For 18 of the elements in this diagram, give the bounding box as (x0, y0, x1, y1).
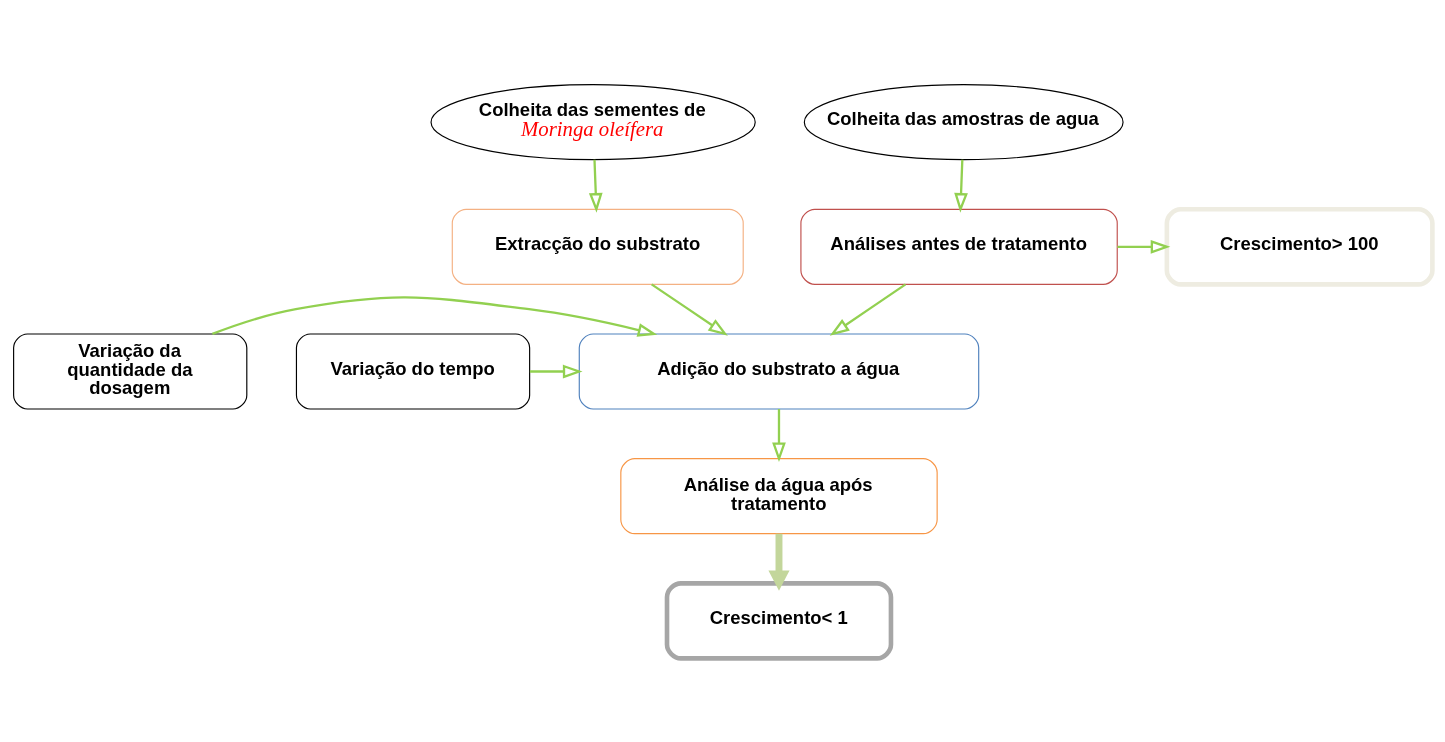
arrow (211, 295, 657, 337)
arrow (650, 282, 728, 336)
node-ellipse: Colheita das amostras de agua (803, 83, 1124, 160)
arrow (953, 159, 968, 213)
arrow (529, 364, 583, 378)
node-box: Análise da água após tratamento (619, 457, 938, 534)
arrow (771, 408, 786, 462)
node-box: Variação da quantidade da dosagem (12, 332, 247, 410)
node-ellipse: Colheita das sementes de Moringa oleífera (429, 83, 756, 160)
node-box: Crescimento< 1 (664, 580, 893, 661)
arrow (588, 159, 603, 213)
arrow (1116, 239, 1170, 254)
node-box: Adição do substrato a água (578, 332, 979, 410)
node-box: Análises antes de tratamento (799, 208, 1118, 285)
node-box: Crescimento> 100 (1164, 206, 1435, 287)
node-box: Extracção do substrato (451, 208, 744, 285)
arrow (829, 282, 906, 336)
node-box: Variação do tempo (295, 332, 530, 410)
